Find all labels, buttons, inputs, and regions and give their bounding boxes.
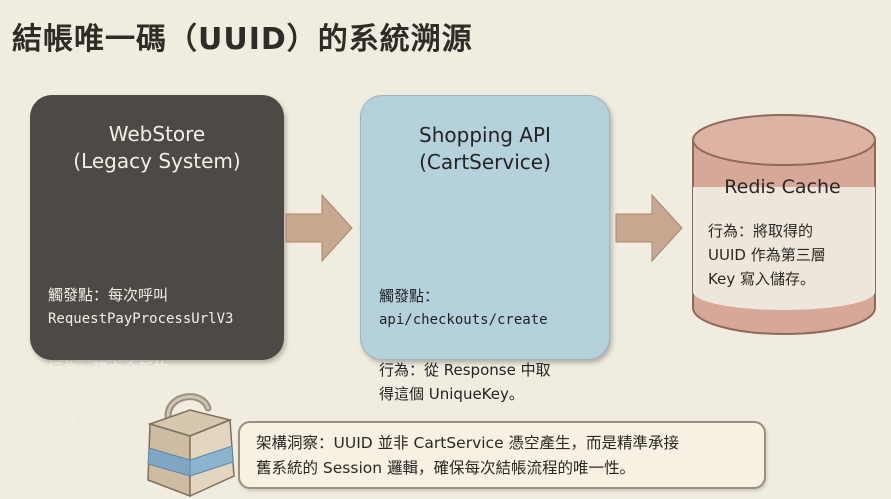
webstore-behavior-line: 行為：建立全新的 — [48, 360, 169, 378]
shopping-api-trigger-label: 觸發點： — [379, 287, 440, 305]
webstore-trigger: 觸發點：每次呼叫 RequestPayProcessUrlV3 — [48, 283, 233, 331]
webstore-subname: (Legacy System) — [73, 149, 241, 173]
webstore-trigger-value: RequestPayProcessUrlV3 — [48, 311, 234, 327]
shopping-api-trigger: 觸發點： api/checkouts/create — [379, 284, 548, 332]
package-box-icon — [147, 393, 235, 498]
redis-behavior-line: Key 寫入儲存。 — [708, 270, 815, 288]
shopping-api-trigger-value: api/checkouts/create — [379, 312, 548, 328]
webstore-box: WebStore (Legacy System) 觸發點：每次呼叫 Reques… — [30, 95, 284, 426]
insight-callout: 架構洞察：UUID 並非 CartService 憑空產生，而是精準承接 舊系統… — [238, 421, 766, 489]
redis-behavior-line: 行為：將取得的 — [708, 222, 814, 240]
shopping-api-behavior: 行為：從 Response 中取 得這個 UniqueKey。 — [379, 358, 551, 406]
shopping-api-box: Shopping API (CartService) 觸發點： api/chec… — [360, 95, 610, 403]
shopping-api-subname: (CartService) — [419, 150, 551, 174]
shopping-api-name: Shopping API — [419, 123, 551, 147]
webstore-trigger-label: 觸發點：每次呼叫 — [48, 286, 169, 304]
redis-behavior-line: UUID 作為第三層 — [708, 246, 826, 264]
webstore-title: WebStore (Legacy System) — [30, 121, 284, 175]
shopping-api-behavior-line: 得這個 UniqueKey。 — [379, 385, 524, 403]
webstore-name: WebStore — [108, 122, 206, 146]
page-title: 結帳唯一碼（UUID）的系統溯源 — [12, 22, 473, 57]
insight-line: 舊系統的 Session 邏輯，確保每次結帳流程的唯一性。 — [256, 459, 635, 477]
right-arrow-icon — [615, 193, 683, 263]
right-arrow-icon — [285, 193, 353, 263]
webstore-behavior-line: k 值 (UUID)。 — [48, 408, 146, 426]
shopping-api-title: Shopping API (CartService) — [361, 122, 609, 176]
redis-title: Redis Cache — [724, 176, 841, 198]
database-cylinder-icon — [692, 114, 876, 335]
insight-line: 架構洞察：UUID 並非 CartService 憑空產生，而是精準承接 — [256, 434, 680, 452]
redis-behavior: 行為：將取得的 UUID 作為第三層 Key 寫入儲存。 — [708, 219, 826, 291]
insight-text: 架構洞察：UUID 並非 CartService 憑空產生，而是精準承接 舊系統… — [256, 431, 679, 481]
shopping-api-behavior-line: 行為：從 Response 中取 — [379, 361, 551, 379]
